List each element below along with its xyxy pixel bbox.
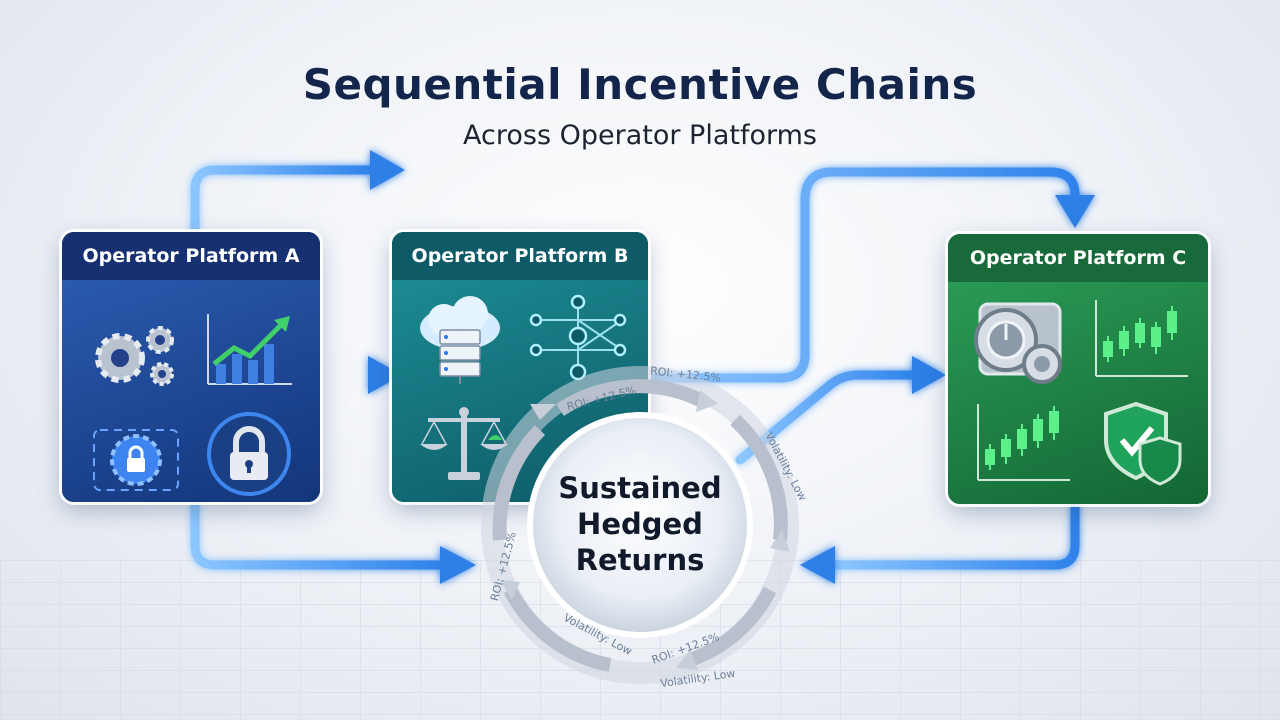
arrowhead-a-to-b bbox=[368, 356, 402, 394]
platform-a-card: Operator Platform A bbox=[62, 232, 320, 502]
flow-b-to-c bbox=[650, 167, 1080, 383]
flow-c-to-hub bbox=[830, 500, 1080, 570]
flow-a-to-top bbox=[190, 165, 375, 237]
hub-line-3: Returns bbox=[575, 543, 705, 577]
shield-check-icon bbox=[1104, 401, 1182, 486]
candlestick-chart-icon-top bbox=[1095, 300, 1188, 377]
platform-c-card: Operator Platform C bbox=[948, 234, 1208, 504]
flow-hub-to-c bbox=[735, 370, 920, 465]
growth-chart-icon bbox=[207, 314, 292, 385]
platform-b-title: Operator Platform B bbox=[392, 232, 648, 280]
platform-c-title: Operator Platform C bbox=[948, 234, 1208, 282]
flow-a-bottom-to-hub bbox=[190, 500, 445, 570]
hub-label: Sustained Hedged Returns bbox=[540, 470, 740, 578]
arrowhead-top bbox=[370, 150, 405, 190]
candlestick-chart-icon-bottom bbox=[977, 404, 1070, 481]
platform-a-title: Operator Platform A bbox=[62, 232, 320, 280]
arrowhead-to-hub-right bbox=[800, 546, 835, 584]
arrowhead-to-hub-left bbox=[440, 546, 476, 584]
hub-core bbox=[527, 412, 753, 638]
page-subtitle: Across Operator Platforms bbox=[463, 120, 817, 151]
hub-line-2: Hedged bbox=[577, 507, 703, 541]
hub-line-1: Sustained bbox=[558, 471, 722, 505]
arrowhead-into-c-side bbox=[912, 356, 946, 394]
cloud-server-icon bbox=[420, 296, 500, 384]
outer-ring bbox=[481, 366, 799, 684]
balance-scale-icon bbox=[420, 407, 508, 480]
arrowhead-into-c-top bbox=[1055, 195, 1095, 228]
padlock-icon bbox=[207, 412, 291, 496]
gears-icon bbox=[95, 326, 174, 386]
page-title: Sequential Incentive Chains bbox=[302, 60, 978, 109]
vault-dial-icon bbox=[974, 302, 1062, 384]
network-nodes-icon bbox=[529, 294, 627, 381]
secure-gear-icon bbox=[93, 429, 179, 491]
